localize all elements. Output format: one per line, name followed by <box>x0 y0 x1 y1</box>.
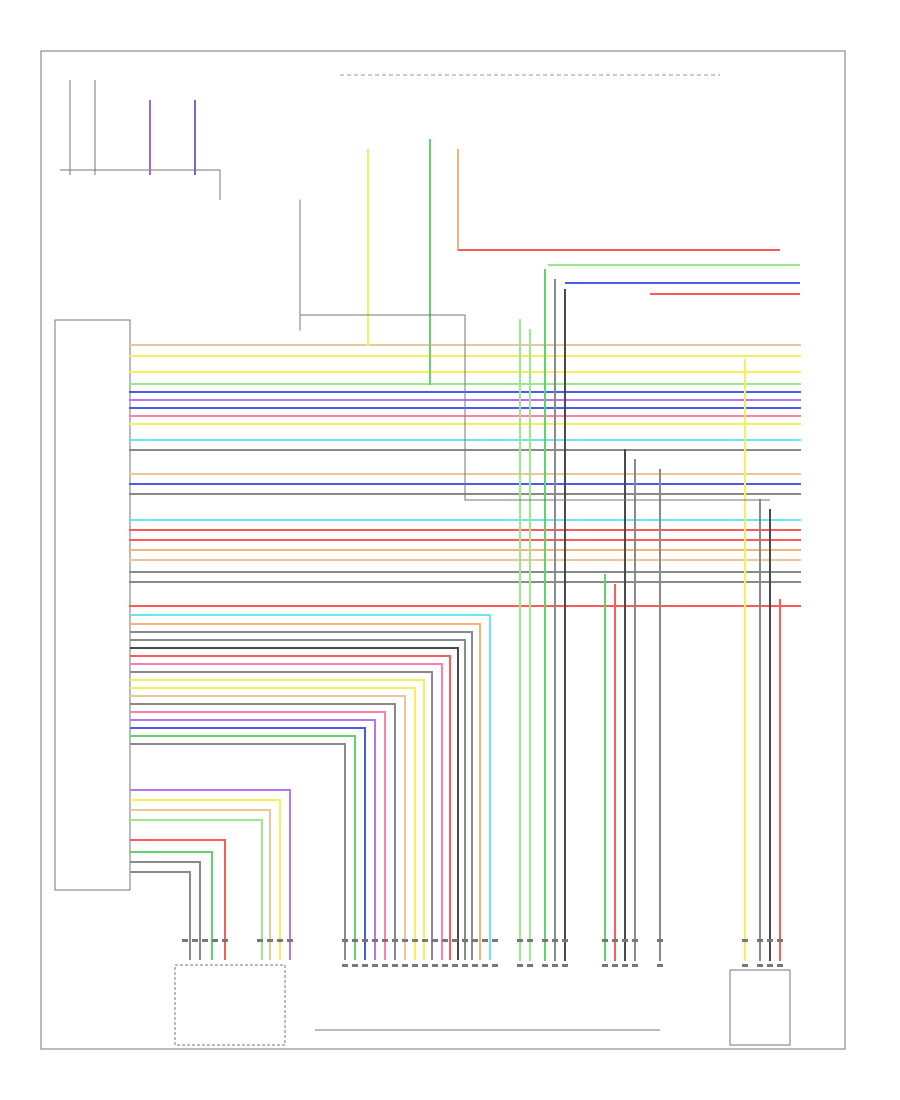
connector-pin-bottom-19 <box>542 964 548 967</box>
connector-pin-top-30 <box>777 939 783 942</box>
side-wire-2 <box>130 799 281 960</box>
connector-pin-top-10 <box>432 939 438 942</box>
connector-pin-top-26 <box>657 939 663 942</box>
connector-pin-top-16 <box>492 939 498 942</box>
connector-pin-top-14 <box>472 939 478 942</box>
lower-connector-pin-9 <box>287 939 293 942</box>
lower-connector-pin-7 <box>267 939 273 942</box>
connector-pin-top-4 <box>372 939 378 942</box>
fan-wire-3 <box>130 631 473 960</box>
fan-wire-4 <box>130 639 466 960</box>
connector-pin-top-13 <box>462 939 468 942</box>
connector-pin-bottom-28 <box>757 964 763 967</box>
side-wire-6 <box>130 851 213 960</box>
connector-pin-bottom-27 <box>742 964 748 967</box>
lower-connector-pin-2 <box>192 939 198 942</box>
connector-pin-bottom-20 <box>552 964 558 967</box>
connector-pin-top-2 <box>352 939 358 942</box>
fan-wire-1 <box>130 614 491 960</box>
connector-pin-bottom-25 <box>632 964 638 967</box>
fan-wire-6 <box>130 655 451 960</box>
fan-wire-2 <box>130 623 481 960</box>
side-wire-3 <box>130 809 271 960</box>
connector-pin-bottom-1 <box>342 964 348 967</box>
connector-pin-bottom-10 <box>432 964 438 967</box>
connector-pin-bottom-14 <box>472 964 478 967</box>
connector-pin-bottom-7 <box>402 964 408 967</box>
lower-connector-pin-1 <box>182 939 188 942</box>
connector-pin-top-7 <box>402 939 408 942</box>
connector-pin-bottom-9 <box>422 964 428 967</box>
connector-pin-bottom-26 <box>657 964 663 967</box>
connector-pin-top-22 <box>602 939 608 942</box>
fan-wire-15 <box>130 727 366 960</box>
connector-pin-top-27 <box>742 939 748 942</box>
connector-pin-top-9 <box>422 939 428 942</box>
connector-pin-bottom-18 <box>527 964 533 967</box>
side-wire-1 <box>130 789 291 960</box>
connector-pin-top-11 <box>442 939 448 942</box>
fan-wire-13 <box>130 711 386 960</box>
lower-connector-pin-6 <box>257 939 263 942</box>
connector-pin-top-3 <box>362 939 368 942</box>
connector-pin-top-19 <box>542 939 548 942</box>
fan-wire-11 <box>130 695 406 960</box>
connector-pin-bottom-30 <box>777 964 783 967</box>
fan-wire-7 <box>130 663 443 960</box>
connector-pin-bottom-6 <box>392 964 398 967</box>
lower-connector-pin-5 <box>222 939 228 942</box>
lower-connector-pin-3 <box>202 939 208 942</box>
connector-pin-bottom-13 <box>462 964 468 967</box>
connector-pin-bottom-21 <box>562 964 568 967</box>
connector-pin-top-25 <box>632 939 638 942</box>
connector-pin-top-18 <box>527 939 533 942</box>
connector-pin-bottom-15 <box>482 964 488 967</box>
side-wire-8 <box>130 871 191 960</box>
fan-wire-12 <box>130 703 396 960</box>
connector-pin-bottom-12 <box>452 964 458 967</box>
connector-pin-bottom-11 <box>442 964 448 967</box>
fan-wire-16 <box>130 735 356 960</box>
connector-pin-bottom-16 <box>492 964 498 967</box>
connector-pin-bottom-5 <box>382 964 388 967</box>
connector-pin-bottom-8 <box>412 964 418 967</box>
fan-wire-8 <box>130 671 433 960</box>
shield-wire <box>300 314 770 501</box>
pin-labels <box>182 939 783 967</box>
connector-pin-top-8 <box>412 939 418 942</box>
side-wire-4 <box>130 819 263 960</box>
connector-pin-top-5 <box>382 939 388 942</box>
connector-pin-bottom-2 <box>352 964 358 967</box>
lower-connector-pin-8 <box>277 939 283 942</box>
connector-pin-bottom-4 <box>372 964 378 967</box>
fan-wire-9 <box>130 679 425 960</box>
lower-connector-pin-4 <box>212 939 218 942</box>
connector-pin-bottom-22 <box>602 964 608 967</box>
connector-pin-bottom-17 <box>517 964 523 967</box>
connector-pin-bottom-24 <box>622 964 628 967</box>
fan-wire-17 <box>130 743 346 960</box>
fan-wire-14 <box>130 719 376 960</box>
connector-pin-bottom-3 <box>362 964 368 967</box>
connector-pin-top-24 <box>622 939 628 942</box>
side-wire-5 <box>130 839 226 960</box>
connector-pin-top-15 <box>482 939 488 942</box>
fan-wire-5 <box>130 647 459 960</box>
wire-harness <box>129 139 801 961</box>
connector-pin-top-1 <box>342 939 348 942</box>
connector-pin-bottom-23 <box>612 964 618 967</box>
connector-pin-top-28 <box>757 939 763 942</box>
connector-pin-top-12 <box>452 939 458 942</box>
connector-pin-top-17 <box>517 939 523 942</box>
connector-pin-top-29 <box>767 939 773 942</box>
connector-pin-top-21 <box>562 939 568 942</box>
fan-wire-10 <box>130 687 416 960</box>
diagram-frame <box>40 50 846 1050</box>
connector-pin-top-23 <box>612 939 618 942</box>
side-wire-7 <box>130 861 201 960</box>
connector-pin-top-20 <box>552 939 558 942</box>
connector-pin-top-6 <box>392 939 398 942</box>
connector-pin-bottom-29 <box>767 964 773 967</box>
